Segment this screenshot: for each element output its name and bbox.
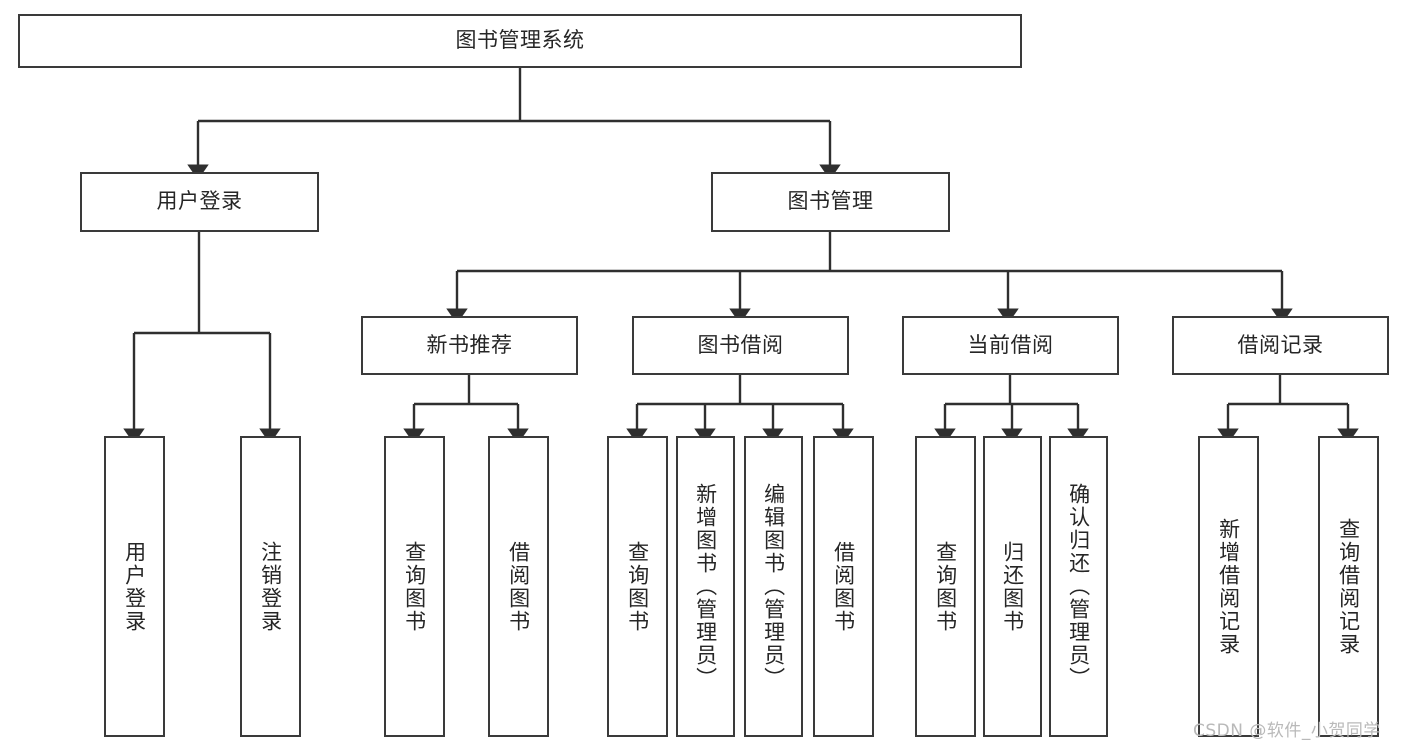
node-user-login[interactable]: 用户登录 bbox=[80, 172, 319, 232]
node-label: 查询图书 bbox=[402, 540, 427, 633]
node-label: 当前借阅 bbox=[967, 332, 1054, 357]
leaf-user-login[interactable]: 用户登录 bbox=[104, 436, 165, 737]
node-label: 借阅记录 bbox=[1237, 332, 1324, 357]
node-label: 图书管理 bbox=[787, 189, 874, 214]
node-book-manage[interactable]: 图书管理 bbox=[711, 172, 950, 232]
node-current-borrow[interactable]: 当前借阅 bbox=[902, 316, 1119, 375]
node-label: 归还图书 bbox=[1000, 540, 1025, 633]
node-label: 用户登录 bbox=[122, 540, 147, 633]
leaf-add-borrow-record[interactable]: 新增借阅记录 bbox=[1198, 436, 1259, 737]
leaf-edit-book[interactable]: 编辑图书（管理员） bbox=[744, 436, 803, 737]
node-new-book-recommend[interactable]: 新书推荐 bbox=[361, 316, 578, 375]
leaf-borrow-book-borrow[interactable]: 借阅图书 bbox=[813, 436, 874, 737]
leaf-user-logout[interactable]: 注销登录 bbox=[240, 436, 301, 737]
node-book-borrow[interactable]: 图书借阅 bbox=[632, 316, 849, 375]
node-label: 查询图书 bbox=[933, 540, 958, 633]
node-label: 查询图书 bbox=[625, 540, 650, 633]
node-label: 编辑图书（管理员） bbox=[761, 483, 786, 690]
node-label: 新增借阅记录 bbox=[1216, 517, 1241, 656]
leaf-confirm-return[interactable]: 确认归还（管理员） bbox=[1049, 436, 1108, 737]
node-label: 用户登录 bbox=[156, 189, 243, 214]
node-label: 图书管理系统 bbox=[455, 28, 585, 53]
node-label: 图书借阅 bbox=[697, 332, 784, 357]
leaf-query-book-current[interactable]: 查询图书 bbox=[915, 436, 976, 737]
csdn-watermark: CSDN @软件_小贺同学 bbox=[1193, 721, 1381, 741]
leaf-query-book-recommend[interactable]: 查询图书 bbox=[384, 436, 445, 737]
leaf-add-book[interactable]: 新增图书（管理员） bbox=[676, 436, 735, 737]
leaf-query-borrow-record[interactable]: 查询借阅记录 bbox=[1318, 436, 1379, 737]
node-borrow-record[interactable]: 借阅记录 bbox=[1172, 316, 1389, 375]
node-label: 借阅图书 bbox=[831, 540, 856, 633]
node-label: 查询借阅记录 bbox=[1336, 517, 1361, 656]
node-root-system[interactable]: 图书管理系统 bbox=[18, 14, 1022, 68]
leaf-return-book[interactable]: 归还图书 bbox=[983, 436, 1042, 737]
leaf-borrow-book-recommend[interactable]: 借阅图书 bbox=[488, 436, 549, 737]
node-label: 新增图书（管理员） bbox=[693, 483, 718, 690]
node-label: 借阅图书 bbox=[506, 540, 531, 633]
node-label: 注销登录 bbox=[258, 540, 283, 633]
node-label: 新书推荐 bbox=[426, 332, 513, 357]
leaf-query-book-borrow[interactable]: 查询图书 bbox=[607, 436, 668, 737]
node-label: 确认归还（管理员） bbox=[1066, 483, 1091, 690]
